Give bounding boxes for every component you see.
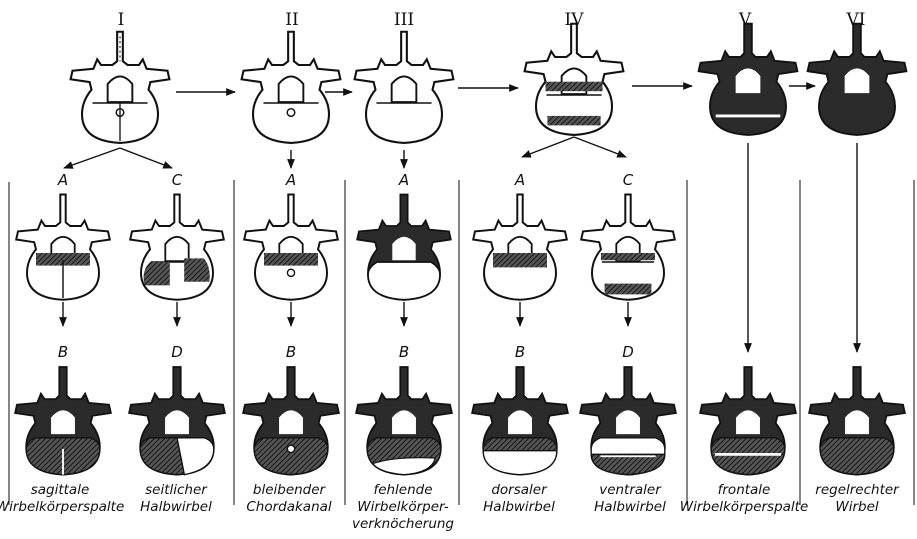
caption-line: Halbwirbel [140, 499, 212, 515]
caption-line: seitlicher [145, 482, 208, 498]
caption-line: ventraler [599, 482, 662, 498]
vertebra-C-2 [580, 193, 676, 301]
row-label: D [622, 343, 634, 361]
row-label: A [398, 171, 409, 189]
vertebra-B-2 [242, 366, 340, 476]
row-label: B [58, 343, 68, 361]
row-label: A [514, 171, 525, 189]
arrow-branch [521, 136, 575, 158]
caption-seitlicher: seitlicher Halbwirbel [140, 482, 212, 515]
arrow-branch [573, 136, 627, 158]
vertebra-D-2 [579, 366, 677, 476]
caption-line: Wirbelkörper- [357, 499, 449, 515]
vertebra-C-1 [129, 193, 225, 301]
caption-line: Wirbelkörperspalte [680, 499, 809, 515]
caption-line: Wirbel [835, 499, 879, 515]
stage-label-3: III [394, 10, 414, 30]
vertebra-B-1 [14, 366, 112, 476]
caption-line: Halbwirbel [594, 499, 666, 515]
caption-fehlende: fehlende Wirbelkörper- verknöcherung [352, 482, 454, 532]
stage-label-4: IV [565, 10, 585, 30]
caption-frontale: frontale Wirbelkörperspalte [680, 482, 809, 515]
vertebra-A-1 [15, 193, 111, 301]
vertebra-B-3 [355, 366, 453, 476]
caption-regelrechter: regelrechter Wirbel [815, 482, 900, 515]
caption-dorsaler: dorsaler Halbwirbel [483, 482, 555, 515]
stage-label-1: I [118, 10, 125, 30]
vertebra-stage-5 [697, 22, 799, 136]
row-label: C [172, 171, 183, 189]
vertebra-stage-6 [806, 22, 908, 136]
caption-line: Chordakanal [246, 499, 332, 515]
vertebra-B-4 [471, 366, 569, 476]
vertebra-A-2 [243, 193, 339, 301]
vertebra-stage-1 [69, 30, 171, 144]
vertebra-A-3 [356, 193, 452, 301]
row-label: D [171, 343, 183, 361]
row-label: A [285, 171, 296, 189]
row-label: B [399, 343, 409, 361]
caption-line: frontale [718, 482, 771, 498]
vertebra-A-4 [472, 193, 568, 301]
row-label: A [57, 171, 68, 189]
vertebra-stage-2 [240, 30, 342, 144]
caption-line: regelrechter [815, 482, 900, 498]
row-label: C [623, 171, 634, 189]
caption-line: dorsaler [491, 482, 548, 498]
caption-line: bleibender [253, 482, 327, 498]
caption-line: Wirbelkörperspalte [0, 499, 124, 515]
caption-line: Halbwirbel [483, 499, 555, 515]
caption-bleibender: bleibender Chordakanal [246, 482, 332, 515]
vertebra-stage-3 [353, 30, 455, 144]
vertebra-stage-6-result [808, 366, 906, 476]
caption-line: verknöcherung [352, 516, 454, 532]
caption-line: fehlende [373, 482, 432, 498]
caption-line: sagittale [31, 482, 90, 498]
arrow-branch [119, 147, 173, 169]
row-label: B [286, 343, 296, 361]
stage-label-2: II [285, 10, 298, 30]
vertebra-stage-4 [523, 22, 625, 136]
arrow-branch [63, 147, 121, 169]
caption-ventraler: ventraler Halbwirbel [594, 482, 666, 515]
vertebra-D-1 [128, 366, 226, 476]
caption-sagittale: sagittale Wirbelkörperspalte [0, 482, 124, 515]
row-label: B [515, 343, 525, 361]
vertebra-stage-5-result [699, 366, 797, 476]
